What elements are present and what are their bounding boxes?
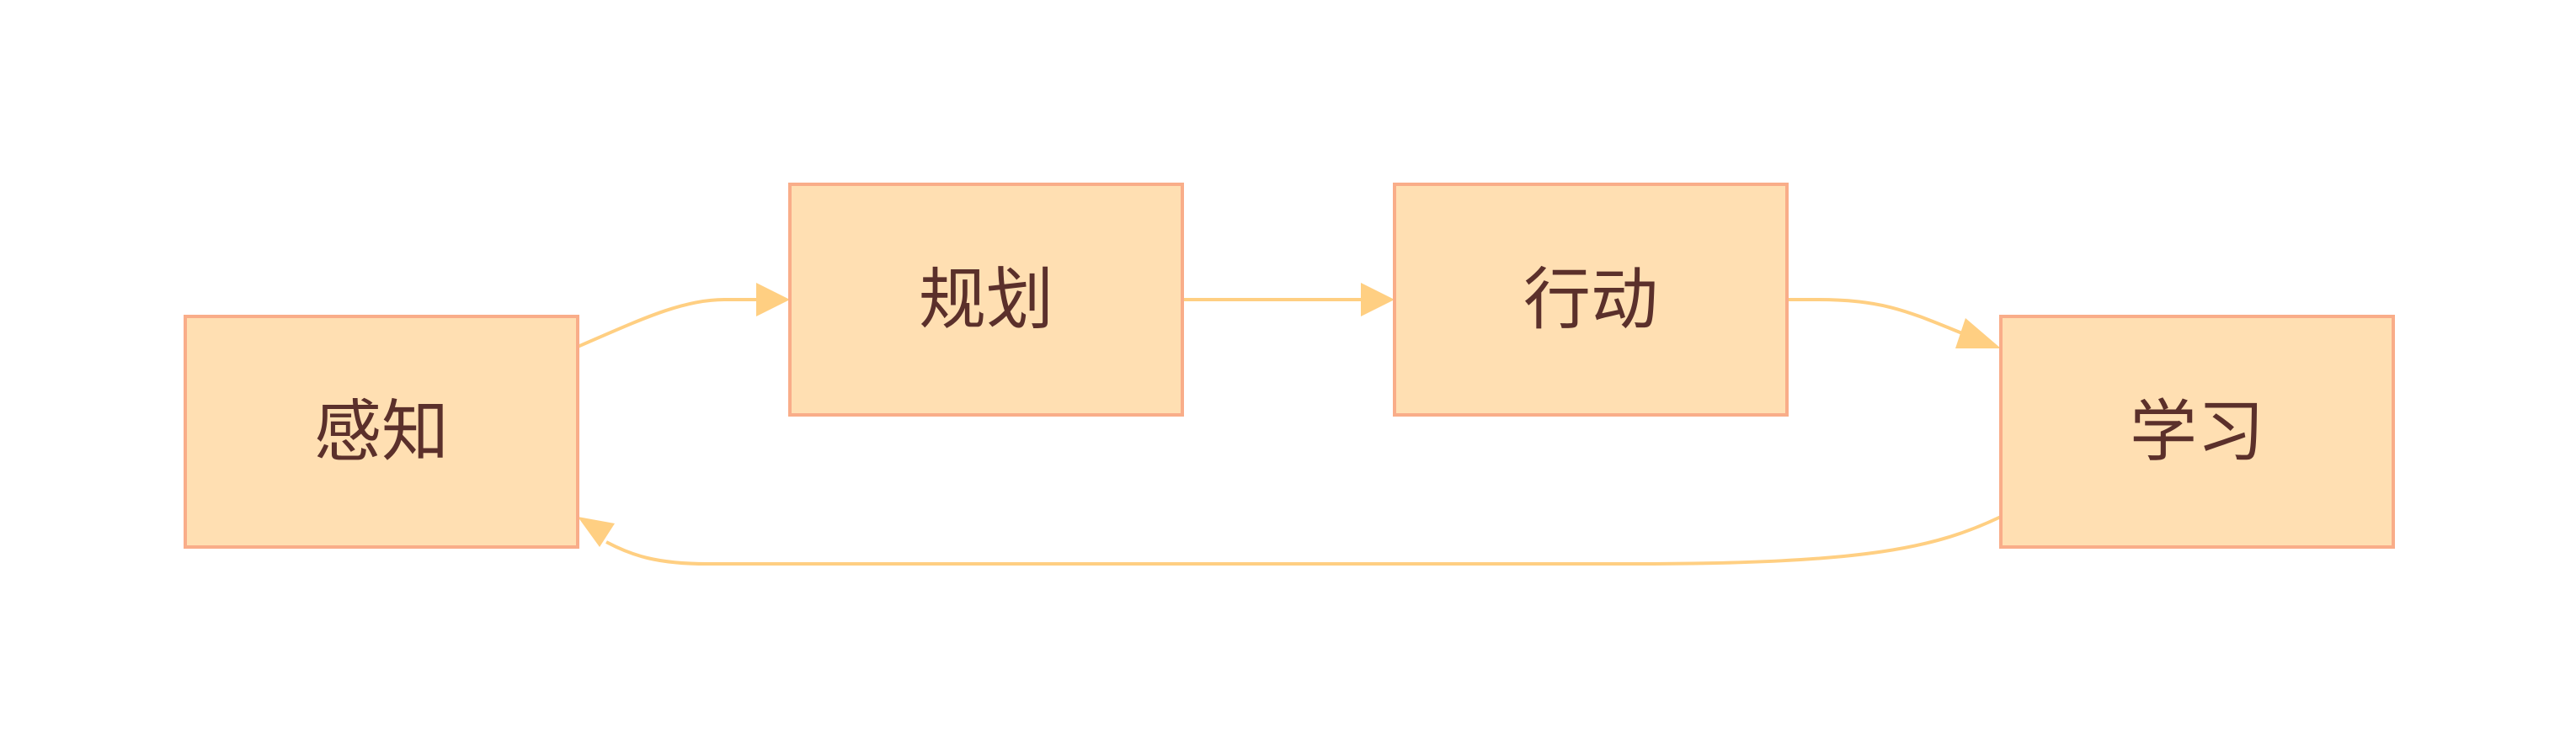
node-plan-box <box>788 183 1184 417</box>
edges <box>577 283 2002 566</box>
arrowhead-act-to-learn <box>1955 318 2001 348</box>
edge-act-to-learn <box>1787 298 1971 338</box>
node-learn: 学习 <box>1999 315 2395 549</box>
node-act-label: 行动 <box>1523 261 1658 339</box>
node-perceive-box <box>184 315 579 549</box>
node-act-box <box>1393 183 1789 417</box>
node-perceive: 感知 <box>184 315 579 549</box>
node-learn-box <box>1999 315 2395 549</box>
node-perceive-label: 感知 <box>314 393 449 471</box>
arrowhead-plan-to-act <box>1361 283 1395 316</box>
node-plan-label: 规划 <box>919 261 1053 339</box>
edge-perceive-to-plan <box>577 298 758 348</box>
arrowhead-perceive-to-plan <box>756 283 790 316</box>
edge-learn-to-perceive <box>605 515 2002 566</box>
node-plan: 规划 <box>788 183 1184 417</box>
arrowhead-learn-to-perceive <box>578 517 615 547</box>
node-act: 行动 <box>1393 183 1789 417</box>
node-learn-label: 学习 <box>2130 393 2264 471</box>
